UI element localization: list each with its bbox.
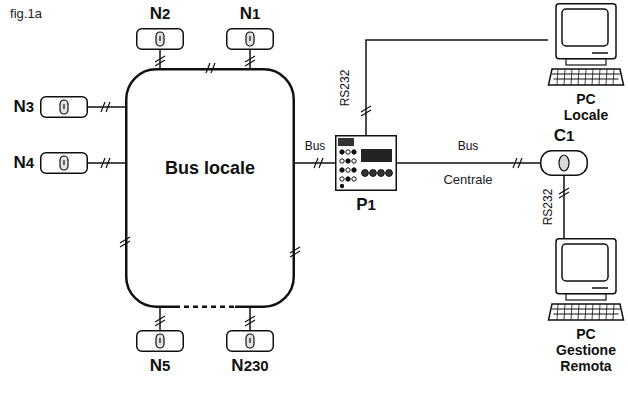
- pc-node: PC Locale: [548, 3, 624, 87]
- bus-label: RS232: [339, 68, 352, 109]
- node-label: N5: [150, 356, 171, 376]
- device-node: N1: [226, 28, 274, 50]
- node-label: Bus locale: [165, 158, 255, 179]
- dev-icon: [40, 152, 88, 174]
- bus-label: Bus: [456, 140, 481, 153]
- node-label: P1: [356, 195, 376, 215]
- bus-wire: [249, 50, 251, 68]
- hash-marks: [101, 56, 569, 326]
- ctrl-icon: [540, 150, 588, 176]
- bus-wire: [249, 308, 251, 330]
- panel-icon: [335, 135, 397, 191]
- node-label: N4: [13, 153, 34, 173]
- bus-icon: [125, 68, 295, 308]
- bus-label: RS232: [542, 187, 555, 228]
- device-node: N5: [136, 330, 184, 352]
- device-node: N3: [40, 96, 88, 118]
- bus-region: Bus locale: [125, 68, 295, 308]
- panel-node: P1: [335, 135, 397, 191]
- node-label: N230: [231, 356, 268, 376]
- bus-wire: [397, 162, 540, 164]
- node-label: N1: [240, 4, 261, 24]
- bus-wire: [159, 50, 161, 68]
- dev-icon: [226, 330, 274, 352]
- figure-label: fig.1a: [8, 7, 44, 21]
- bus-wire: [159, 308, 161, 330]
- device-node: N4: [40, 152, 88, 174]
- pc-icon: [548, 238, 624, 322]
- dev-icon: [136, 330, 184, 352]
- bus-wire: [88, 162, 125, 164]
- node-label: N2: [150, 4, 171, 24]
- bus-name: Centrale: [441, 173, 494, 187]
- dev-icon: [226, 28, 274, 50]
- device-node: N2: [136, 28, 184, 50]
- device-node: N230: [226, 330, 274, 352]
- bus-wire: [88, 106, 125, 108]
- node-label: PC Gestione Remota: [552, 326, 620, 374]
- node-label: PC Locale: [558, 91, 614, 123]
- bus-label: Bus: [303, 140, 328, 153]
- dev-icon: [136, 28, 184, 50]
- pc-node: PC Gestione Remota: [548, 238, 624, 322]
- pc-icon: [548, 3, 624, 87]
- bus-wire: [295, 162, 335, 164]
- node-label: C1: [554, 126, 575, 146]
- controller-node: C1: [540, 150, 588, 176]
- bus-wire: [563, 176, 565, 238]
- node-label: N3: [13, 97, 34, 117]
- bus-wire: [366, 40, 548, 135]
- dev-icon: [40, 96, 88, 118]
